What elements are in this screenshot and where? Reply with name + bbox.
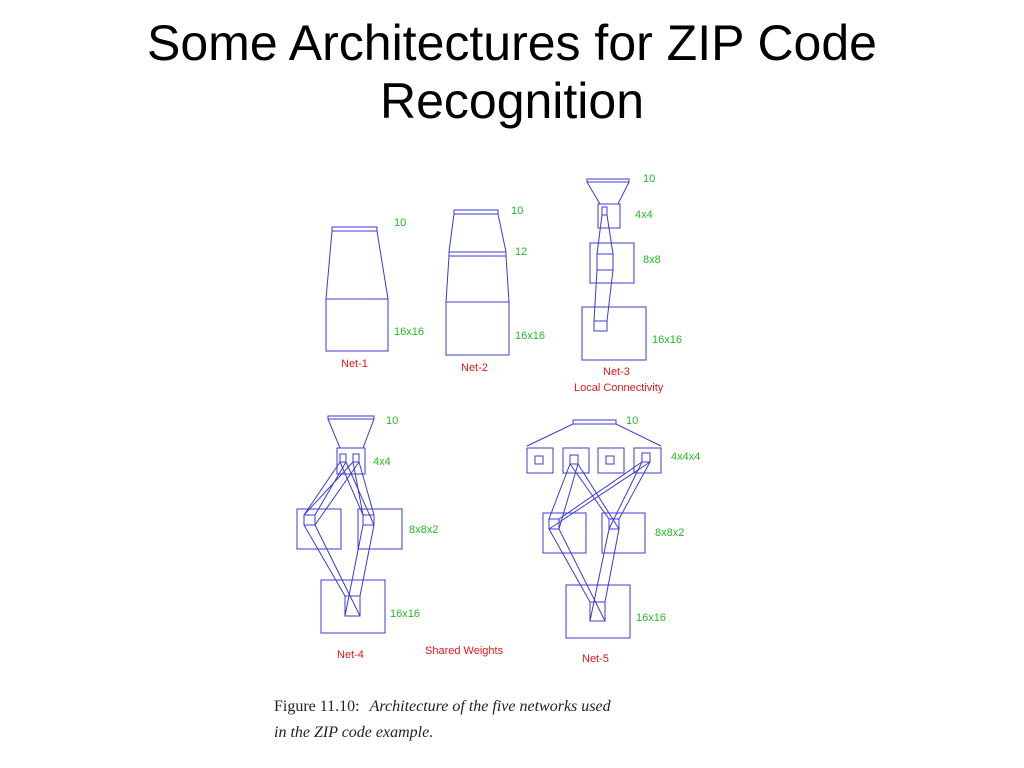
caption-figure-number: Figure 11.10:	[274, 698, 360, 715]
net-5-label: Net-5	[582, 653, 609, 665]
net-2-hidden-size: 12	[515, 246, 527, 258]
slide-title: Some Architectures for ZIP Code Recognit…	[0, 14, 1024, 130]
net-5-layer-8x8x2: 8x8x2	[655, 527, 684, 539]
net-1-input-size: 16x16	[394, 326, 424, 338]
net-2-label: Net-2	[461, 362, 488, 374]
net-5-layer-4x4x4: 4x4x4	[671, 451, 700, 463]
shared-weights-note: Shared Weights	[425, 645, 504, 657]
local-connectivity-note: Local Connectivity	[574, 382, 664, 394]
net-4-output-size: 10	[386, 415, 398, 427]
net-4-diagram	[296, 415, 403, 634]
net-5-input-size: 16x16	[636, 612, 666, 624]
caption-text-1: Architecture of the five networks used	[369, 698, 611, 715]
caption-line-1: Figure 11.10: Architecture of the five n…	[274, 694, 754, 720]
net-5-output-size: 10	[626, 415, 638, 427]
net-2-input-size: 16x16	[515, 330, 545, 342]
net-4-input-size: 16x16	[390, 608, 420, 620]
title-line-2: Recognition	[379, 73, 645, 129]
figure-caption: Figure 11.10: Architecture of the five n…	[274, 694, 754, 746]
net-4-layer-8x8x2: 8x8x2	[409, 524, 438, 536]
net-4-label: Net-4	[337, 649, 364, 661]
net-3-diagram	[581, 178, 647, 361]
net-1-output-size: 10	[394, 217, 406, 229]
net-3-output-size: 10	[643, 173, 655, 185]
net-2-output-size: 10	[511, 205, 523, 217]
net-3-layer-4x4: 4x4	[635, 209, 653, 221]
net-4-layer-4x4: 4x4	[373, 456, 391, 468]
net-1-diagram	[325, 226, 389, 352]
net-2-diagram	[445, 209, 510, 356]
caption-text-2: in the ZIP code example.	[274, 724, 434, 741]
net-5-diagram	[526, 419, 662, 639]
net-3-layer-8x8: 8x8	[643, 254, 661, 266]
net-3-label: Net-3	[603, 366, 630, 378]
net-1-label: Net-1	[341, 358, 368, 370]
net-3-input-size: 16x16	[652, 334, 682, 346]
caption-line-2: in the ZIP code example.	[274, 720, 754, 746]
title-line-1: Some Architectures for ZIP Code	[147, 15, 877, 71]
